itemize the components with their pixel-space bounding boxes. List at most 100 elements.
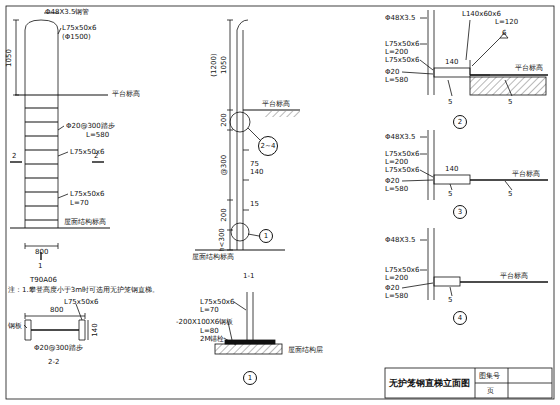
drawing-label: 屋面结构层 xyxy=(288,346,323,354)
drawing-label: 平台标高 xyxy=(112,90,140,98)
drawing-label: L140x60x6 xyxy=(462,10,501,18)
callout-circle: 2 xyxy=(453,115,467,129)
ladder-elevation xyxy=(10,4,110,260)
drawing-label: L75x50x6 xyxy=(385,40,419,48)
callout-number: 1 xyxy=(264,232,268,240)
drawing-label: L=200 xyxy=(385,48,408,56)
callout-number: 4 xyxy=(458,314,462,322)
drawing-label: 6 xyxy=(502,29,506,37)
callout-circle: 2~4 xyxy=(258,136,279,157)
sheet-border xyxy=(6,6,554,399)
drawing-label: Φ48X3.5 xyxy=(385,14,415,22)
drawing-label: 平台标高 xyxy=(262,100,290,108)
detail-2 xyxy=(402,10,548,96)
drawing-label: L75x50x6 xyxy=(70,190,104,198)
drawing-label: 平台标高 xyxy=(500,272,528,280)
drawing-label: 75 xyxy=(250,160,259,168)
drawing-label: Φ48X3.5钢管 xyxy=(45,8,89,16)
drawing-label: L75x50x6 xyxy=(385,56,419,64)
drawing-label: Φ20@300踏步 xyxy=(66,122,115,130)
drawing-label: 5 xyxy=(448,296,452,304)
drawing-label: L75x50x6 xyxy=(200,298,234,306)
drawing-label: Φ20 xyxy=(385,177,399,185)
callout-circle: 1 xyxy=(243,371,257,385)
drawing-label: 2 xyxy=(94,152,98,160)
drawing-label: h<300 xyxy=(218,228,226,252)
drawing-label: 140 xyxy=(250,168,263,176)
detail-4 xyxy=(402,228,548,300)
drawing-label: -200X100X6钢板 xyxy=(176,318,233,326)
drawing-label: 图集号 xyxy=(479,372,500,380)
drawing-label: 5 xyxy=(448,98,452,106)
callout-circle: 1 xyxy=(259,229,273,243)
rung xyxy=(25,177,58,178)
drawing-label: 140 xyxy=(91,323,99,336)
drawing-label: T90A06 xyxy=(30,276,57,284)
rung xyxy=(25,135,58,136)
rung xyxy=(25,191,58,192)
drawing-label: L75x50x6 xyxy=(385,266,419,274)
drawing-label: Φ48X3.5 xyxy=(385,133,415,141)
drawing-label: 2 xyxy=(12,152,16,160)
drawing-label: L75x50x6 xyxy=(385,150,419,158)
drawing-label: 800 xyxy=(50,306,63,314)
drawing-label: 5 xyxy=(508,98,512,106)
drawing-label: 2-2 xyxy=(48,358,59,366)
drawing-label: 2M锚栓 xyxy=(200,335,225,343)
drawing-label: L75x50x6 xyxy=(70,148,104,156)
drawing-label: L=580 xyxy=(385,292,408,300)
drawing-label: (1200) xyxy=(210,53,218,76)
rung xyxy=(25,163,58,164)
drawing-label: L=580 xyxy=(385,185,408,193)
drawing-label: 200 xyxy=(220,208,228,221)
drawing-label: @300 xyxy=(220,155,228,175)
drawing-label: L=120 xyxy=(495,18,518,26)
drawing-label: 1-1 xyxy=(243,272,254,280)
rung xyxy=(25,205,58,206)
drawing-label: 140 xyxy=(445,58,458,66)
drawing-label: 200 xyxy=(220,113,228,126)
drawing-label: 5 xyxy=(448,190,452,198)
ladder-side-view xyxy=(195,20,300,250)
drawing-label: 平台标高 xyxy=(512,170,540,178)
callout-circle: 3 xyxy=(453,205,467,219)
callout-circle: 4 xyxy=(453,311,467,325)
drawing-label: 5 xyxy=(508,190,512,198)
drawing-label: L=200 xyxy=(385,158,408,166)
drawing-label: L75x50x6 xyxy=(62,24,96,32)
drawing-label: 屋面结构标高 xyxy=(64,218,106,226)
drawing-label: L75x50x6 xyxy=(385,166,419,174)
drawing-label: L=200 xyxy=(385,274,408,282)
rung xyxy=(25,121,58,122)
drawing-label: Φ48X3.5 xyxy=(385,236,415,244)
drawing-label: 屋面结构标高 xyxy=(192,253,234,261)
drawing-label: (Φ1500) xyxy=(62,33,91,41)
drawing-label: L=580 xyxy=(385,76,408,84)
callout-number: 2~4 xyxy=(261,142,276,150)
drawing-title: 无护笼钢直梯立面图 xyxy=(389,378,470,388)
drawing-label: 页 xyxy=(487,387,494,395)
drawing-label: L=70 xyxy=(70,199,89,207)
drawing-label: L=580 xyxy=(86,131,109,139)
drawing-label: 140 xyxy=(445,165,458,173)
drawing-label: 平台标高 xyxy=(515,64,543,72)
drawing-label: 1050 xyxy=(220,56,228,74)
section-2-2 xyxy=(24,304,88,340)
drawing-label: Φ20@300踏步 xyxy=(34,344,83,352)
drawing-label: 注：1.攀登高度小于3m时可选用无护笼钢直梯。 xyxy=(8,286,159,294)
callout-number: 2 xyxy=(458,118,462,126)
callout-number: 3 xyxy=(458,208,462,216)
drawing-label: L=70 xyxy=(200,306,219,314)
drawing-label: L=80 xyxy=(200,327,219,335)
detail-3 xyxy=(402,130,548,200)
rung xyxy=(25,219,58,220)
drawing-label: L75x50x6 xyxy=(64,298,98,306)
title-block xyxy=(385,368,552,398)
drawing-label: 15 xyxy=(250,200,259,208)
drawing-label: Φ20 xyxy=(385,284,399,292)
drawing-label: Φ20 xyxy=(385,68,399,76)
drawing-label: 1050 xyxy=(5,49,13,67)
drawing-label: 1 xyxy=(38,262,42,270)
rung xyxy=(25,107,58,108)
